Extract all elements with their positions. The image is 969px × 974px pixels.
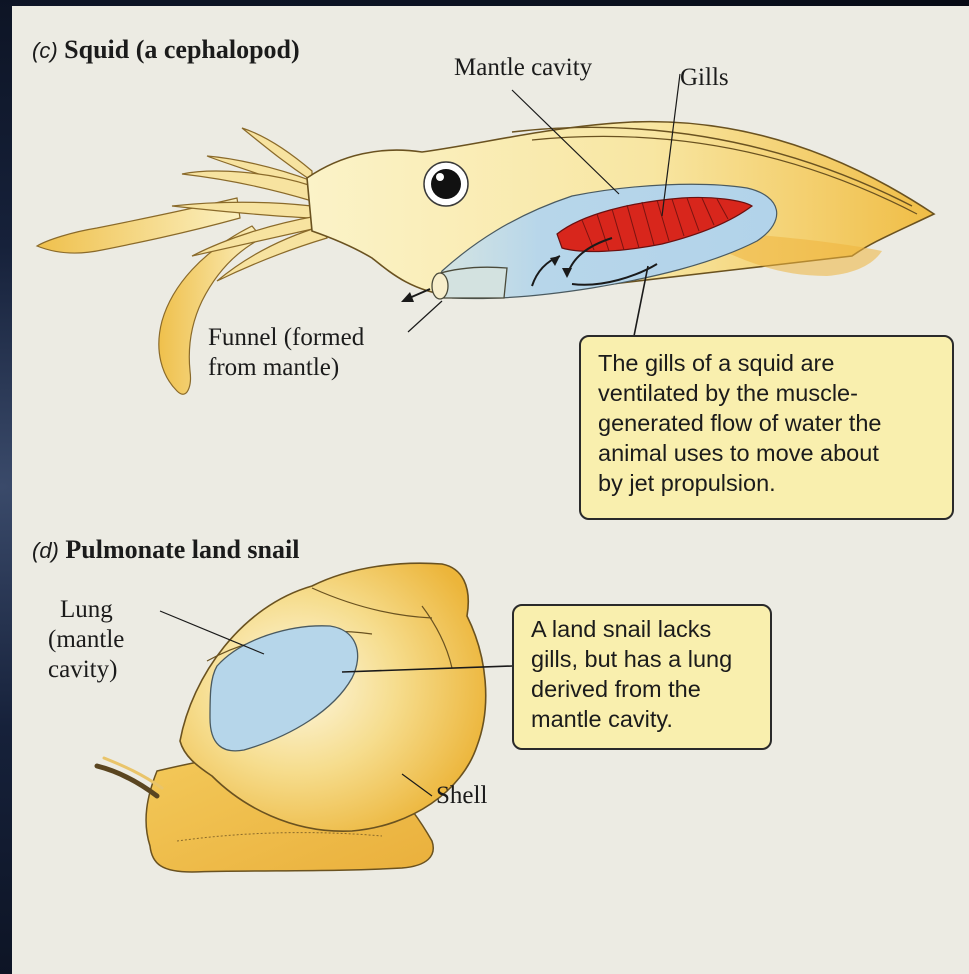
squid-pupil — [431, 169, 461, 199]
snail-callout-box: A land snail lacks gills, but has a lung… — [512, 604, 772, 750]
label-mantle-cavity: Mantle cavity — [454, 54, 592, 81]
squid-callout-line: animal uses to move about — [598, 438, 952, 468]
panel-c-heading: (c) Squid (a cephalopod) — [32, 36, 300, 64]
panel-c-title: Squid (a cephalopod) — [64, 35, 300, 64]
snail-callout-line: A land snail lacks — [531, 614, 770, 644]
panel-d-title: Pulmonate land snail — [65, 535, 299, 564]
label-gills: Gills — [680, 64, 729, 91]
funnel-opening — [432, 273, 448, 299]
snail-tentacle-1 — [97, 766, 157, 796]
label-lung-line1: Lung — [60, 596, 113, 623]
label-funnel-line2: from mantle) — [208, 354, 339, 381]
squid-eye-highlight — [436, 173, 444, 181]
textbook-page: (c) Squid (a cephalopod) Mantle cavity G… — [12, 6, 969, 974]
squid-callout-line: by jet propulsion. — [598, 468, 952, 498]
squid-callout-line: generated flow of water the — [598, 408, 952, 438]
leader-funnel — [408, 301, 442, 332]
label-lung-line3: cavity) — [48, 656, 117, 683]
panel-d-letter: (d) — [32, 538, 59, 563]
panel-c-letter: (c) — [32, 38, 58, 63]
snail-callout-line: gills, but has a lung — [531, 644, 770, 674]
snail-figure — [97, 563, 512, 872]
panel-d-heading: (d) Pulmonate land snail — [32, 536, 299, 564]
snail-callout-line: derived from the — [531, 674, 770, 704]
squid-callout-line: ventilated by the muscle- — [598, 378, 952, 408]
label-funnel-line1: Funnel (formed — [208, 324, 364, 351]
squid-callout-box: The gills of a squid are ventilated by t… — [579, 335, 954, 520]
snail-callout-line: mantle cavity. — [531, 704, 770, 734]
squid-callout-line: The gills of a squid are — [598, 348, 952, 378]
label-shell: Shell — [436, 782, 487, 809]
label-lung-line2: (mantle — [48, 626, 124, 653]
